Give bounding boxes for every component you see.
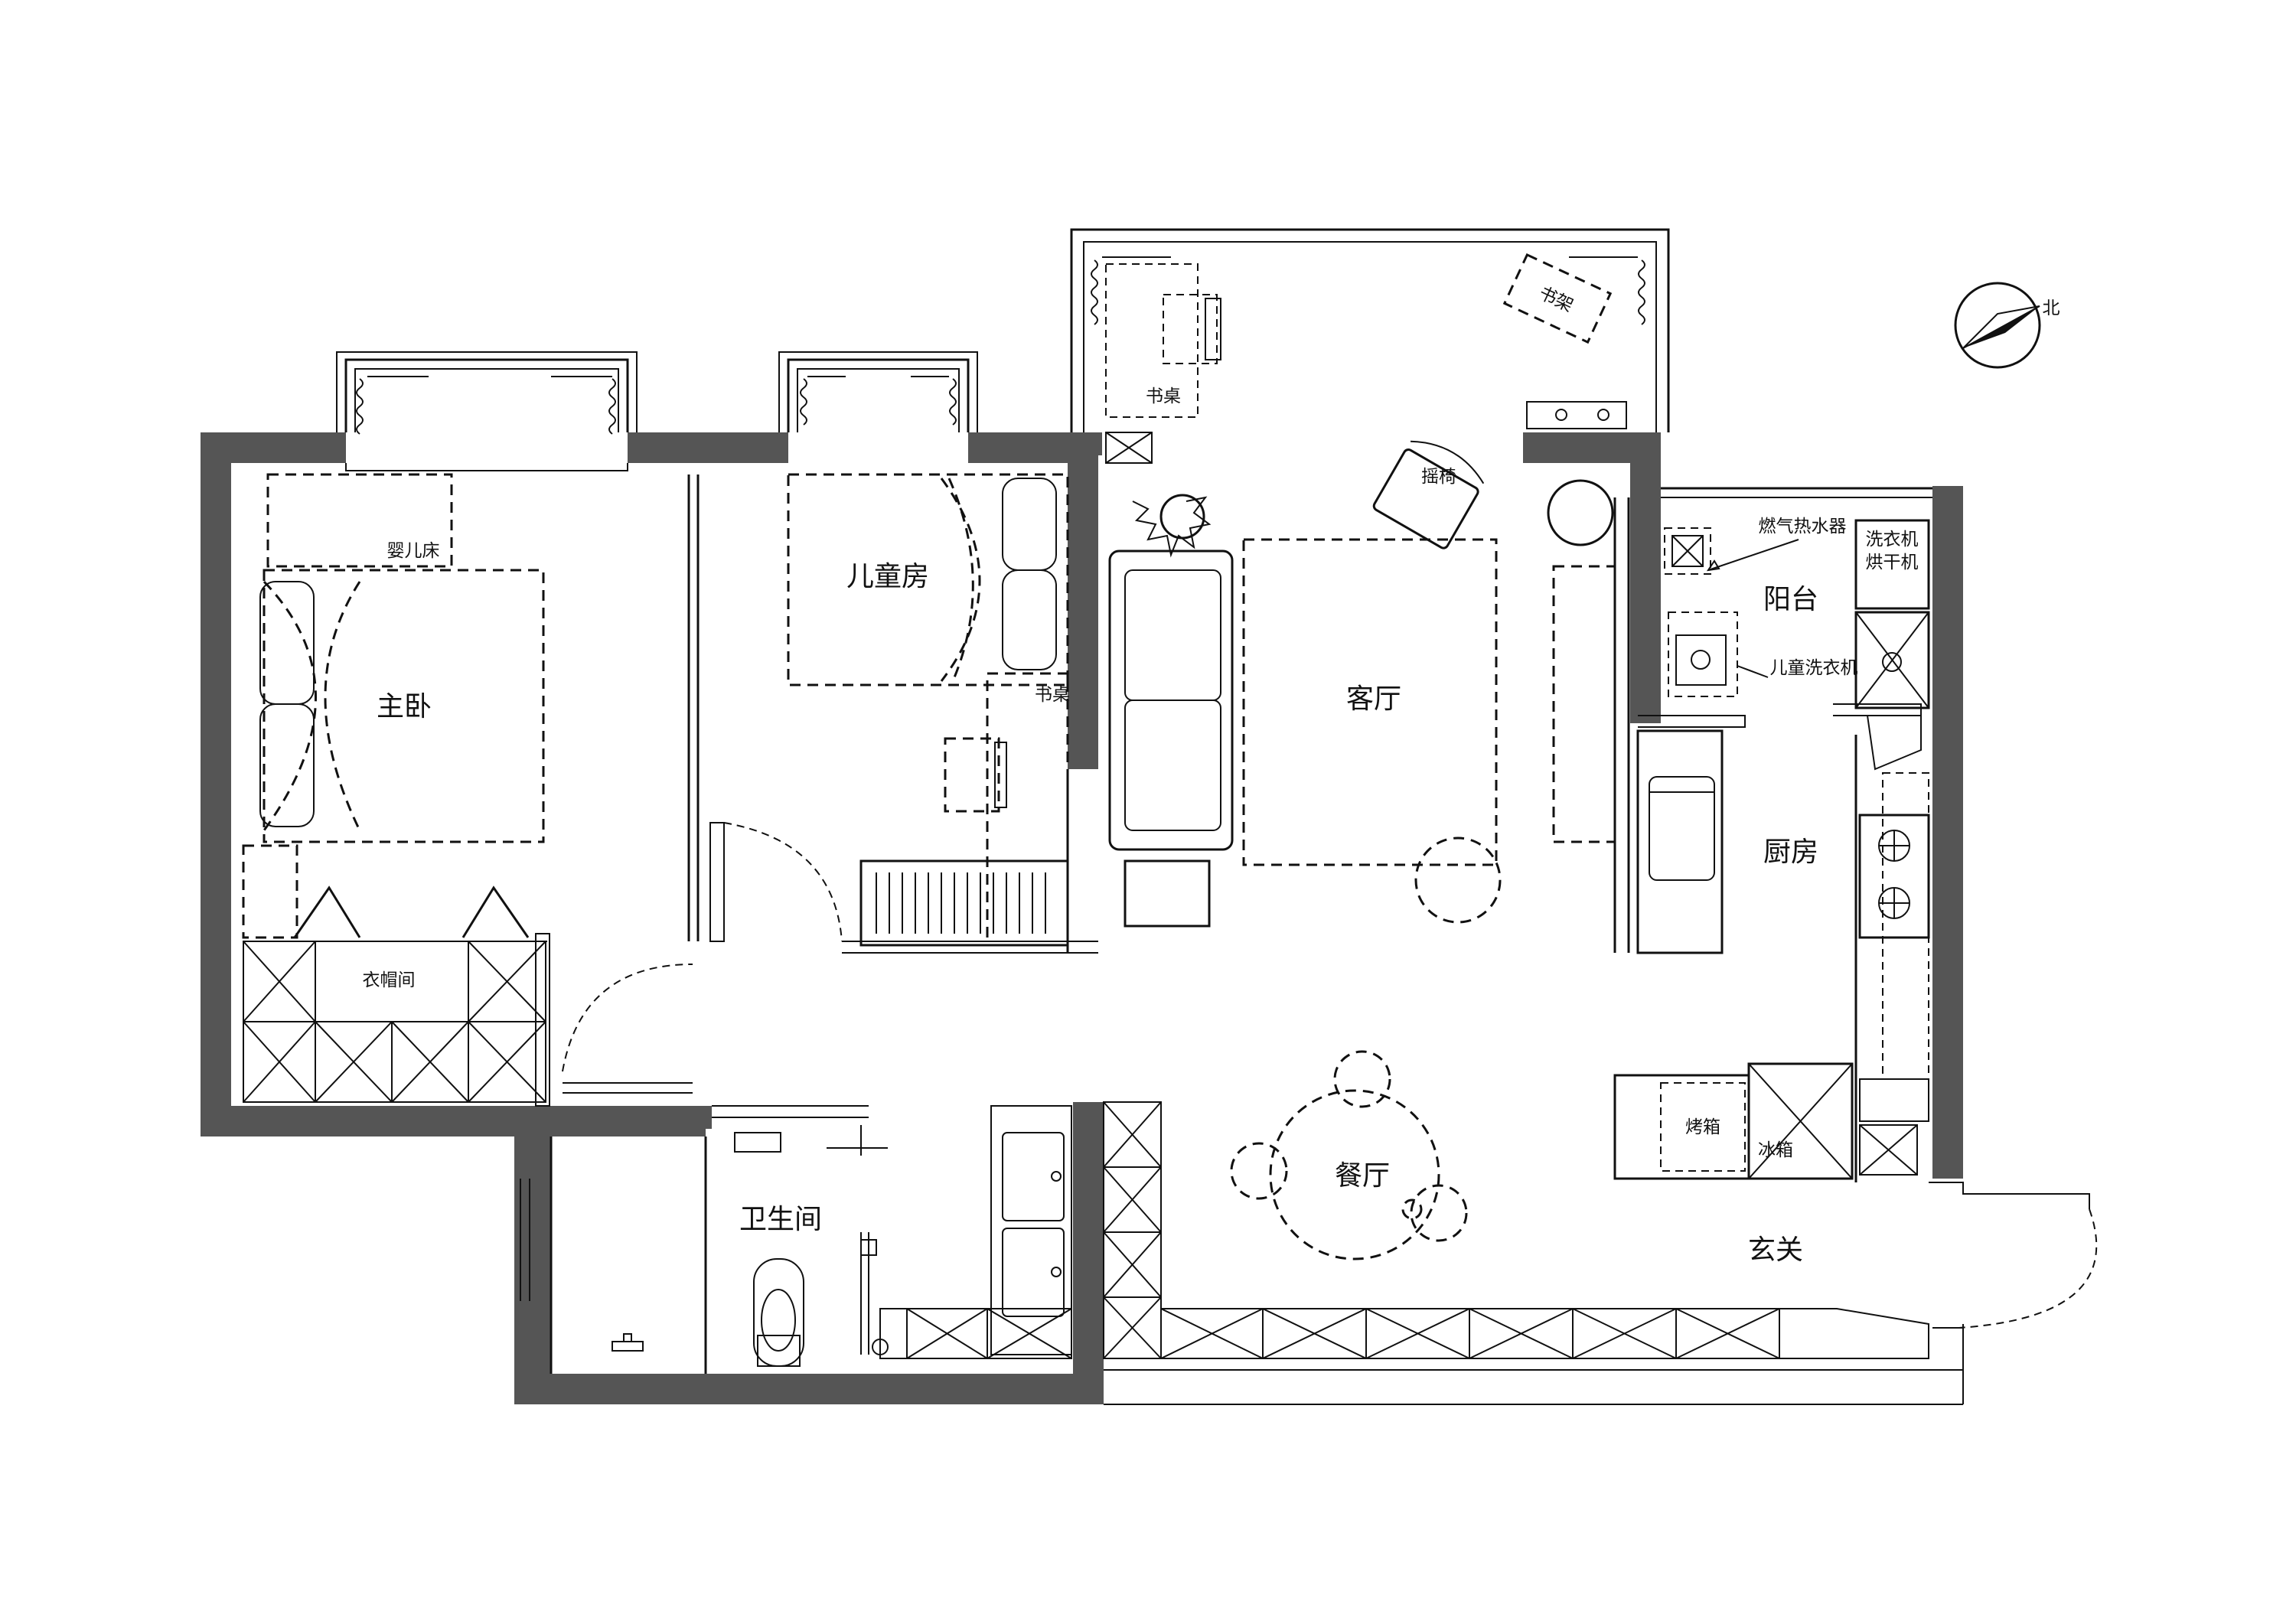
label-kitchen: 厨房 [1763, 836, 1818, 868]
kids-room [709, 473, 1098, 954]
label-dining-room: 餐厅 [1335, 1160, 1390, 1192]
label-fridge: 冰箱 [1758, 1140, 1793, 1160]
entrance-cabinets [1103, 1101, 2098, 1405]
compass-icon [1954, 282, 2041, 369]
label-crib: 婴儿床 [387, 541, 440, 561]
dining-room [1230, 1050, 1468, 1260]
label-walk-in-closet: 衣帽间 [363, 970, 416, 990]
label-kids-desk: 书桌 [1035, 685, 1070, 705]
label-kids-room: 儿童房 [846, 561, 929, 592]
label-bookshelf: 书架 [1536, 283, 1577, 316]
label-rocking-chair: 摇椅 [1421, 467, 1456, 487]
label-north: 北 [2043, 298, 2060, 318]
living-room [1108, 440, 1630, 953]
label-kids-washer: 儿童洗衣机 [1770, 658, 1858, 678]
label-master-bedroom: 主卧 [377, 691, 432, 722]
kitchen [1613, 729, 1930, 1182]
bay-windows [336, 351, 978, 471]
label-washer: 洗衣机 [1866, 530, 1919, 549]
label-entrance: 玄关 [1748, 1234, 1803, 1266]
master-bedroom [242, 473, 700, 1107]
master-door-swing [562, 964, 693, 1072]
bathroom [520, 1105, 1072, 1374]
label-bathroom: 卫生间 [739, 1204, 822, 1235]
walls [201, 432, 1963, 1404]
label-living-room: 客厅 [1346, 683, 1401, 715]
labels: 主卧 婴儿床 衣帽间 儿童房 书桌 客厅 摇椅 书桌 书架 阳台 燃气热水器 洗… [363, 283, 2060, 1266]
label-balcony: 阳台 [1763, 584, 1818, 615]
label-balcony-desk: 书桌 [1146, 386, 1181, 406]
label-dryer: 烘干机 [1866, 553, 1919, 572]
label-oven: 烤箱 [1685, 1117, 1720, 1137]
living-balcony [1070, 228, 1670, 464]
laundry-balcony [1638, 487, 1932, 771]
label-gas-water-heater: 燃气热水器 [1759, 517, 1847, 536]
